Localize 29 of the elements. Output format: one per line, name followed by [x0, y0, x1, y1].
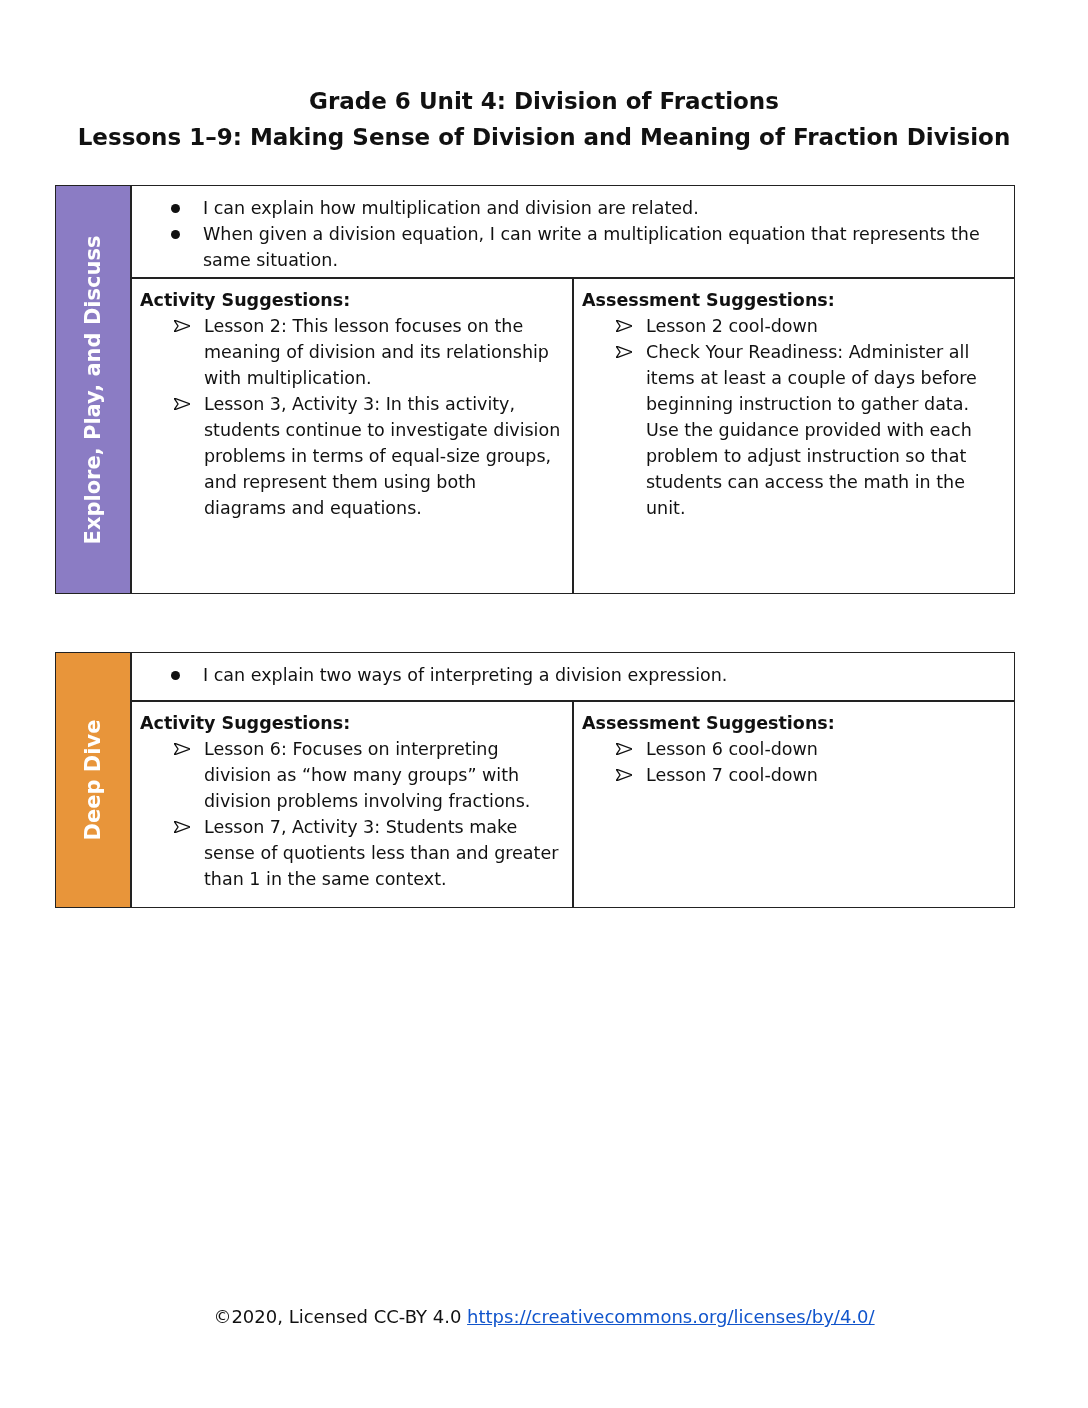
license-link: https://creativecommons.org/licenses/by/4.0/: [467, 1306, 875, 1327]
suggestion-item: Lesson 2 cool-down: [646, 316, 818, 336]
suggestion-item: Lesson 6 cool-down: [646, 739, 818, 759]
goals-cell: [130, 185, 1015, 279]
suggestion-item: Check Your Readiness: Administer all items at least a couple of days before beginning instruction to gather data. Use the guidance provided with each problem to adjust instruction so that students can access the math in the unit.: [646, 342, 977, 518]
cell-heading: Activity Suggestions:: [140, 712, 352, 735]
goal-statement: I can explain two ways of interpreting a division expression.: [203, 665, 728, 685]
section-band: [55, 185, 132, 594]
suggestions-cell: [130, 277, 574, 594]
section-band: [55, 652, 132, 908]
cell-heading: Assessment Suggestions:: [582, 712, 836, 735]
section-label: Deep Dive: [80, 719, 107, 841]
section-label: Explore, Play, and Discuss: [80, 235, 107, 544]
suggestion-item: Lesson 3, Activity 3: In this activity, students continue to investigate division problems in terms of equal-size groups, and represent them using both diagrams and equations.: [204, 394, 561, 518]
suggestions-cell: [130, 700, 574, 908]
page-subtitle: Lessons 1–9: Making Sense of Division and Meaning of Fraction Division: [76, 124, 1012, 150]
goal-statement: When given a division equation, I can write a multiplication equation that represents the same situation.: [203, 224, 980, 270]
goals-cell: [130, 652, 1015, 702]
suggestions-cell: [572, 700, 1015, 908]
goal-statement: I can explain how multiplication and division are related.: [203, 198, 699, 218]
suggestions-cell: [572, 277, 1015, 594]
cell-heading: Activity Suggestions:: [140, 289, 352, 312]
suggestion-item: Lesson 6: Focuses on interpreting division as “how many groups” with division problems involving fractions.: [204, 739, 531, 811]
copyright-note: ©2020, Licensed CC-BY 4.0: [213, 1306, 462, 1327]
suggestion-item: Lesson 7 cool-down: [646, 765, 818, 785]
suggestion-item: Lesson 2: This lesson focuses on the meaning of division and its relationship with multiplication.: [204, 316, 549, 388]
suggestion-item: Lesson 7, Activity 3: Students make sense of quotients less than and greater than 1 in the same context.: [204, 817, 559, 889]
cell-heading: Assessment Suggestions:: [582, 289, 836, 312]
page-title: Grade 6 Unit 4: Division of Fractions: [308, 88, 780, 114]
